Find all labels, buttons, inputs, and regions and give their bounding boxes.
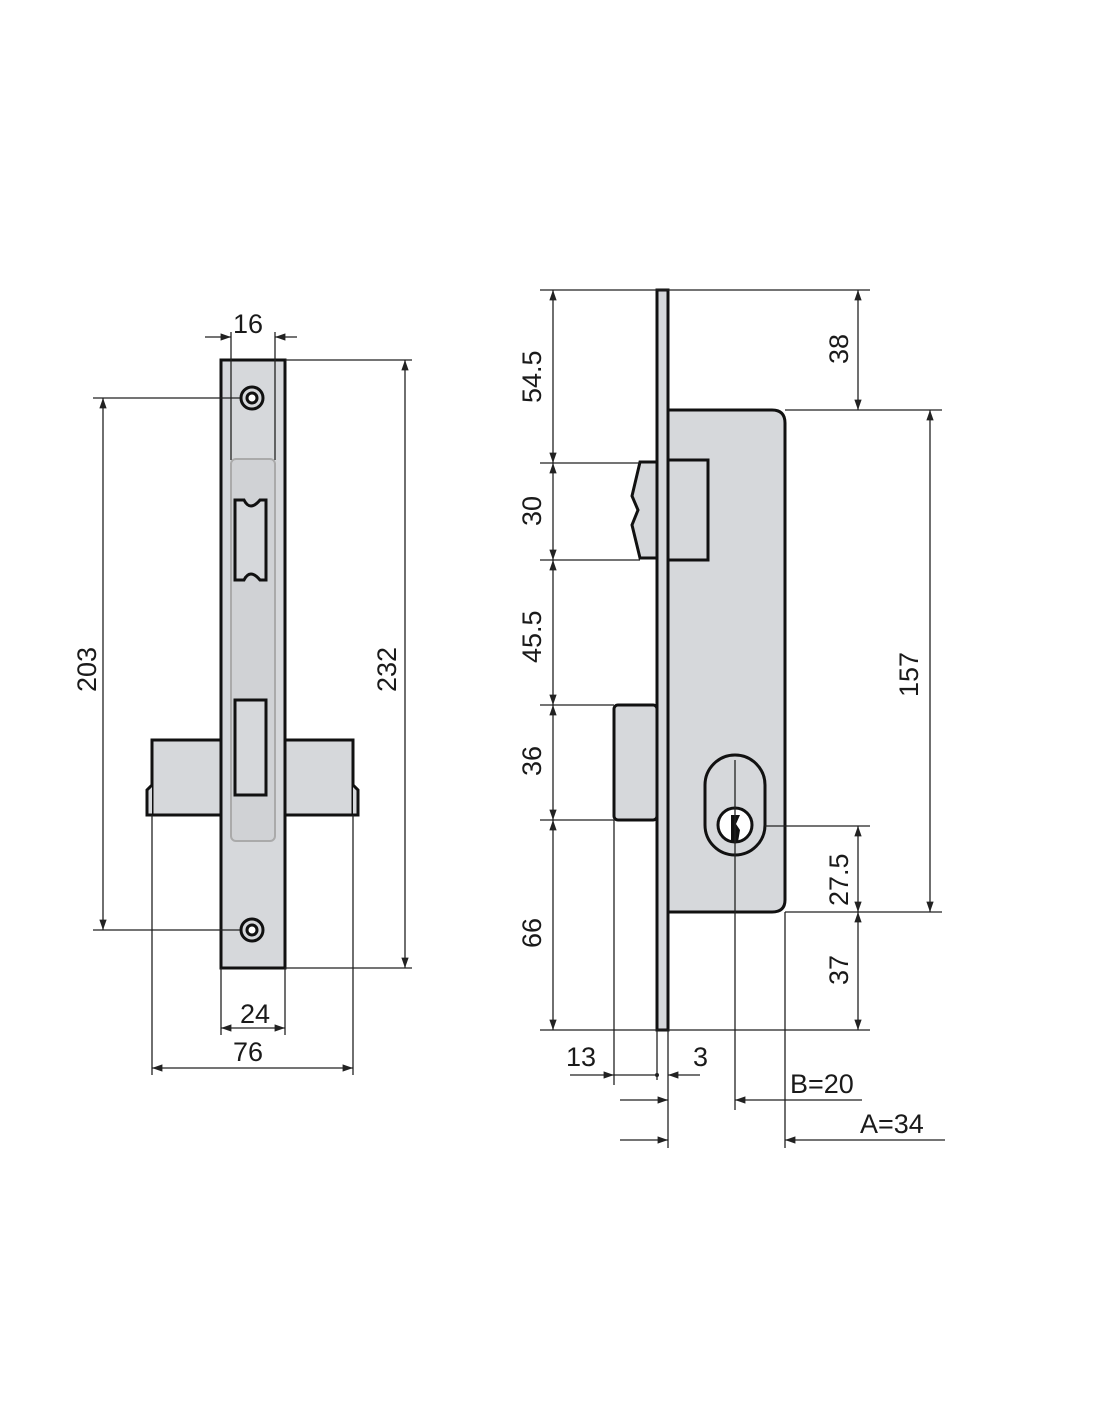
crossbar-end-left bbox=[145, 783, 154, 817]
dim-76: 76 bbox=[233, 1037, 263, 1067]
dim-36: 36 bbox=[517, 746, 547, 776]
dim-54-5: 54.5 bbox=[517, 350, 547, 403]
screw-hole-top bbox=[239, 385, 265, 411]
latch-slot bbox=[233, 498, 268, 582]
lock-case bbox=[666, 408, 787, 914]
latch-tongue bbox=[630, 460, 659, 560]
deadbolt-slot bbox=[233, 698, 268, 797]
deadbolt bbox=[612, 703, 659, 822]
dim-45-5: 45.5 bbox=[517, 610, 547, 663]
cylinder-hole bbox=[703, 753, 767, 857]
dim-157: 157 bbox=[894, 652, 924, 697]
dim-27-5: 27.5 bbox=[824, 853, 854, 906]
dim-16: 16 bbox=[233, 309, 263, 339]
dim-13: 13 bbox=[566, 1042, 596, 1072]
dim-203: 203 bbox=[72, 647, 102, 692]
dim-a-34: A=34 bbox=[860, 1109, 924, 1139]
dim-24: 24 bbox=[240, 999, 270, 1029]
side-faceplate bbox=[655, 288, 670, 1032]
dim-66: 66 bbox=[517, 918, 547, 948]
dim-3: 3 bbox=[693, 1042, 708, 1072]
dim-b-20: B=20 bbox=[790, 1069, 854, 1099]
dim-232: 232 bbox=[372, 647, 402, 692]
crossbar-end-right bbox=[351, 783, 360, 817]
front-view: 16 203 232 24 76 bbox=[72, 309, 412, 1075]
side-view: 54.5 30 45.5 36 66 38 157 27.5 37 13 3 B… bbox=[517, 288, 945, 1148]
dim-38: 38 bbox=[824, 334, 854, 364]
dim-30: 30 bbox=[517, 496, 547, 526]
screw-hole-bottom bbox=[239, 917, 265, 943]
dim-37: 37 bbox=[824, 955, 854, 985]
